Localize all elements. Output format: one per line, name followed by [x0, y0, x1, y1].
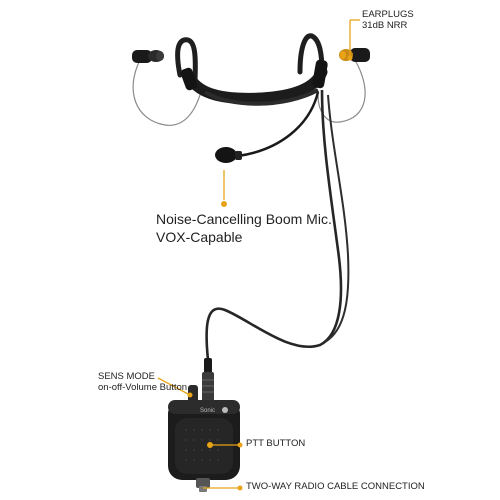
- ptt-pad: [175, 418, 233, 474]
- right-ear-hook: [297, 33, 325, 75]
- brand-logo: Sonic: [200, 408, 215, 414]
- right-earplug: [339, 48, 370, 62]
- right-band-clip: [312, 59, 328, 89]
- callout-dots: [187, 55, 353, 491]
- boom-mic-capsule: [215, 147, 237, 163]
- ptt-pad-texture: [184, 428, 220, 462]
- cable-label: TWO-WAY RADIO CABLE CONNECTION: [246, 481, 425, 492]
- callout-leaders: [157, 19, 360, 489]
- control-box-edge: [168, 400, 240, 414]
- cable-strain-relief: [204, 358, 212, 374]
- left-earplug: [132, 50, 164, 63]
- boom-arm: [237, 91, 320, 158]
- main-cable-b: [324, 94, 350, 343]
- left-band-clip: [180, 67, 198, 91]
- ptt-label: PTT BUTTON: [246, 438, 306, 449]
- sens-mode-label: SENS MODE: [98, 371, 156, 382]
- brand-logo-mark: [222, 407, 228, 413]
- boom-mic-callout: Noise-Cancelling Boom Mic. VOX-Capable: [156, 210, 332, 246]
- earplugs-nrr-label: 31dB NRR: [362, 19, 408, 31]
- right-ear-wire: [317, 59, 366, 123]
- cable-connector: [202, 372, 214, 404]
- left-ear-hook: [175, 37, 198, 83]
- radio-connector: [196, 478, 210, 488]
- vox-label: VOX-Capable: [156, 229, 243, 246]
- neckband: [184, 66, 328, 104]
- ptt-callout: PTT BUTTON: [246, 438, 306, 450]
- earplugs-label: EARPLUGS: [362, 9, 414, 20]
- cable-callout: TWO-WAY RADIO CABLE CONNECTION: [246, 481, 425, 493]
- left-ear-wire: [132, 59, 201, 126]
- boom-mic-label: Noise-Cancelling Boom Mic.: [156, 211, 332, 227]
- sens-mode-callout: SENS MODE on-off-Volume Button: [98, 371, 188, 394]
- earplugs-callout: EARPLUGS 31dB NRR: [362, 9, 414, 32]
- volume-button-label: on-off-Volume Button: [98, 381, 188, 393]
- boom-mic-collar: [235, 151, 242, 160]
- neckband-rear: [203, 88, 319, 106]
